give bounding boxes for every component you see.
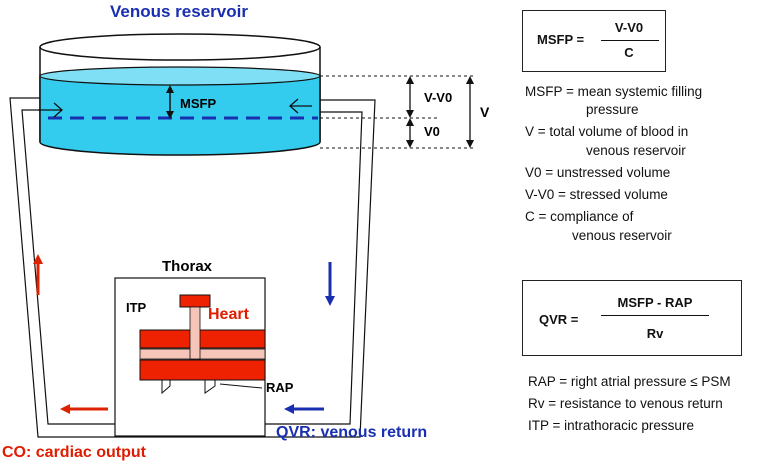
itp-label: ITP xyxy=(126,300,147,315)
msfp-arrow-head-down xyxy=(166,111,174,119)
msfp-formula-denominator: C xyxy=(624,45,634,60)
msfp-tag: MSFP xyxy=(180,96,217,111)
reservoir-rim xyxy=(39,33,321,61)
legend-msfp-line6: V-V0 = stressed volume xyxy=(525,187,668,202)
heart-inlet xyxy=(204,380,216,394)
inflow-arrow-right xyxy=(289,98,312,114)
qvr-formula-numerator: MSFP - RAP xyxy=(617,295,693,310)
v-arrow-head-up xyxy=(466,76,474,84)
rap-pointer xyxy=(219,383,263,389)
vr-flow-arrow-left xyxy=(284,404,324,414)
vv0-label: V-V0 xyxy=(424,90,453,105)
great-vessel-top xyxy=(179,294,211,308)
thorax-label: Thorax xyxy=(162,258,213,275)
qvr-formula-bar xyxy=(601,315,709,316)
legend-msfp-line7: C = compliance of xyxy=(525,209,634,224)
co-flow-arrow-up xyxy=(33,254,43,295)
qvr-formula-box: QVR = MSFP - RAP Rv xyxy=(522,280,742,356)
msfp-arrow-head-up xyxy=(166,85,174,93)
legend-msfp-line5: V0 = unstressed volume xyxy=(525,165,671,180)
reservoir-blood xyxy=(39,75,321,156)
qvr-formula-denominator: Rv xyxy=(646,326,664,341)
v0-label: V0 xyxy=(424,124,440,139)
outflow-arrow-left xyxy=(38,102,63,118)
heart-label: Heart xyxy=(208,306,249,323)
vr-flow-arrow-down xyxy=(325,262,335,306)
vv0-arrow-head-up xyxy=(406,76,414,84)
legend-msfp-line8: venous reservoir xyxy=(572,228,672,243)
legend-msfp-line1: MSFP = mean systemic filling xyxy=(525,84,703,99)
msfp-formula-box: MSFP = V-V0 C xyxy=(522,10,666,72)
vv0-arrow-head-down xyxy=(406,110,414,118)
rap-label: RAP xyxy=(266,380,294,395)
msfp-formula-numerator: V-V0 xyxy=(614,20,644,35)
qvr-formula-lhs: QVR = xyxy=(539,312,579,327)
heart-septum xyxy=(139,348,266,360)
msfp-formula-bar xyxy=(601,40,659,41)
v-label: V xyxy=(480,104,490,120)
legend-msfp-line3: V = total volume of blood in xyxy=(525,124,689,139)
msfp-formula-lhs: MSFP = xyxy=(537,32,585,47)
legend-msfp-line4: venous reservoir xyxy=(586,143,686,158)
legend-qvr-line3: ITP = intrathoracic pressure xyxy=(528,418,694,433)
reservoir-surface xyxy=(39,66,321,86)
legend-qvr-line1: RAP = right atrial pressure ≤ PSM xyxy=(528,374,731,389)
heart-bottom-chamber xyxy=(139,359,266,381)
heart-top-chamber xyxy=(139,329,266,349)
v0-arrow-head-down xyxy=(406,140,414,148)
co-label: CO: cardiac output xyxy=(2,444,147,461)
heart-outlet xyxy=(161,380,171,395)
v-arrow-head-down xyxy=(466,140,474,148)
legend-msfp-line2: pressure xyxy=(586,102,639,117)
qvr-label: QVR: venous return xyxy=(276,424,428,441)
great-vessel-stem xyxy=(189,306,201,360)
legend-qvr-line2: Rv = resistance to venous return xyxy=(528,396,723,411)
circuit-outer xyxy=(9,97,376,438)
v0-arrow-head-up xyxy=(406,118,414,126)
co-flow-arrow-left xyxy=(60,404,108,414)
reservoir-title: Venous reservoir xyxy=(110,2,248,21)
